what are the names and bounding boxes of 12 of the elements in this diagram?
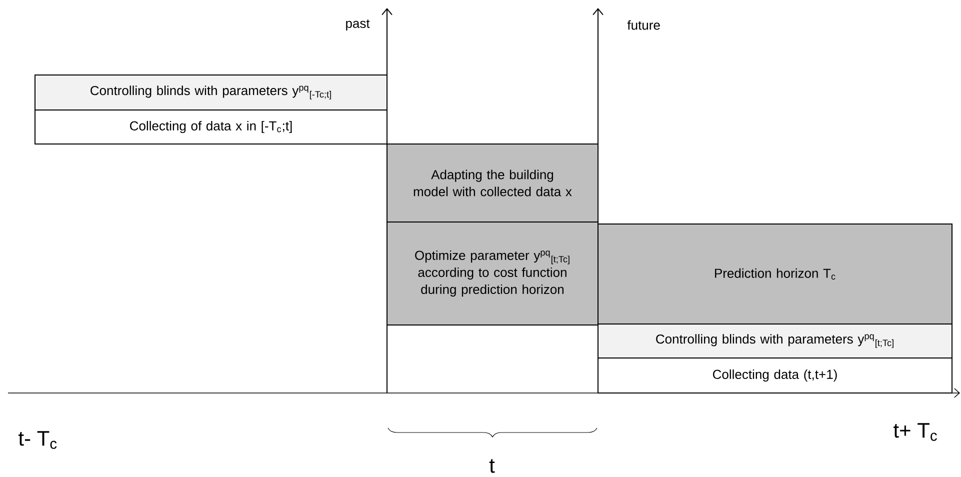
timeline-box: Adapting the building model with collected data x bbox=[386, 144, 598, 222]
axis-label: t+ T$_{c}$ bbox=[894, 423, 937, 441]
axis-label: future bbox=[627, 20, 660, 30]
axis-label: t bbox=[489, 459, 495, 473]
axis-label: past bbox=[346, 19, 370, 31]
axis-label: t- T$_{c}$ bbox=[18, 431, 57, 449]
timeline-box: Controlling blinds with parameters y$^{pq}$[-Tc;t] bbox=[34, 74, 388, 110]
timeline-box: Controlling blinds with parameters y$^{pq}$[t;Tc] bbox=[598, 324, 952, 358]
timeline-box: Optimize parameter y$^{pq}$[t;Tc] according to cost function during prediction horizon bbox=[386, 222, 598, 326]
timeline-box: Collecting data (t,t+1) bbox=[598, 358, 952, 394]
timeline-box: Prediction horizon T$_{c}$ bbox=[598, 224, 952, 324]
timeline-box: Collecting of data x in [-T$_{c}$;t] bbox=[34, 110, 388, 144]
